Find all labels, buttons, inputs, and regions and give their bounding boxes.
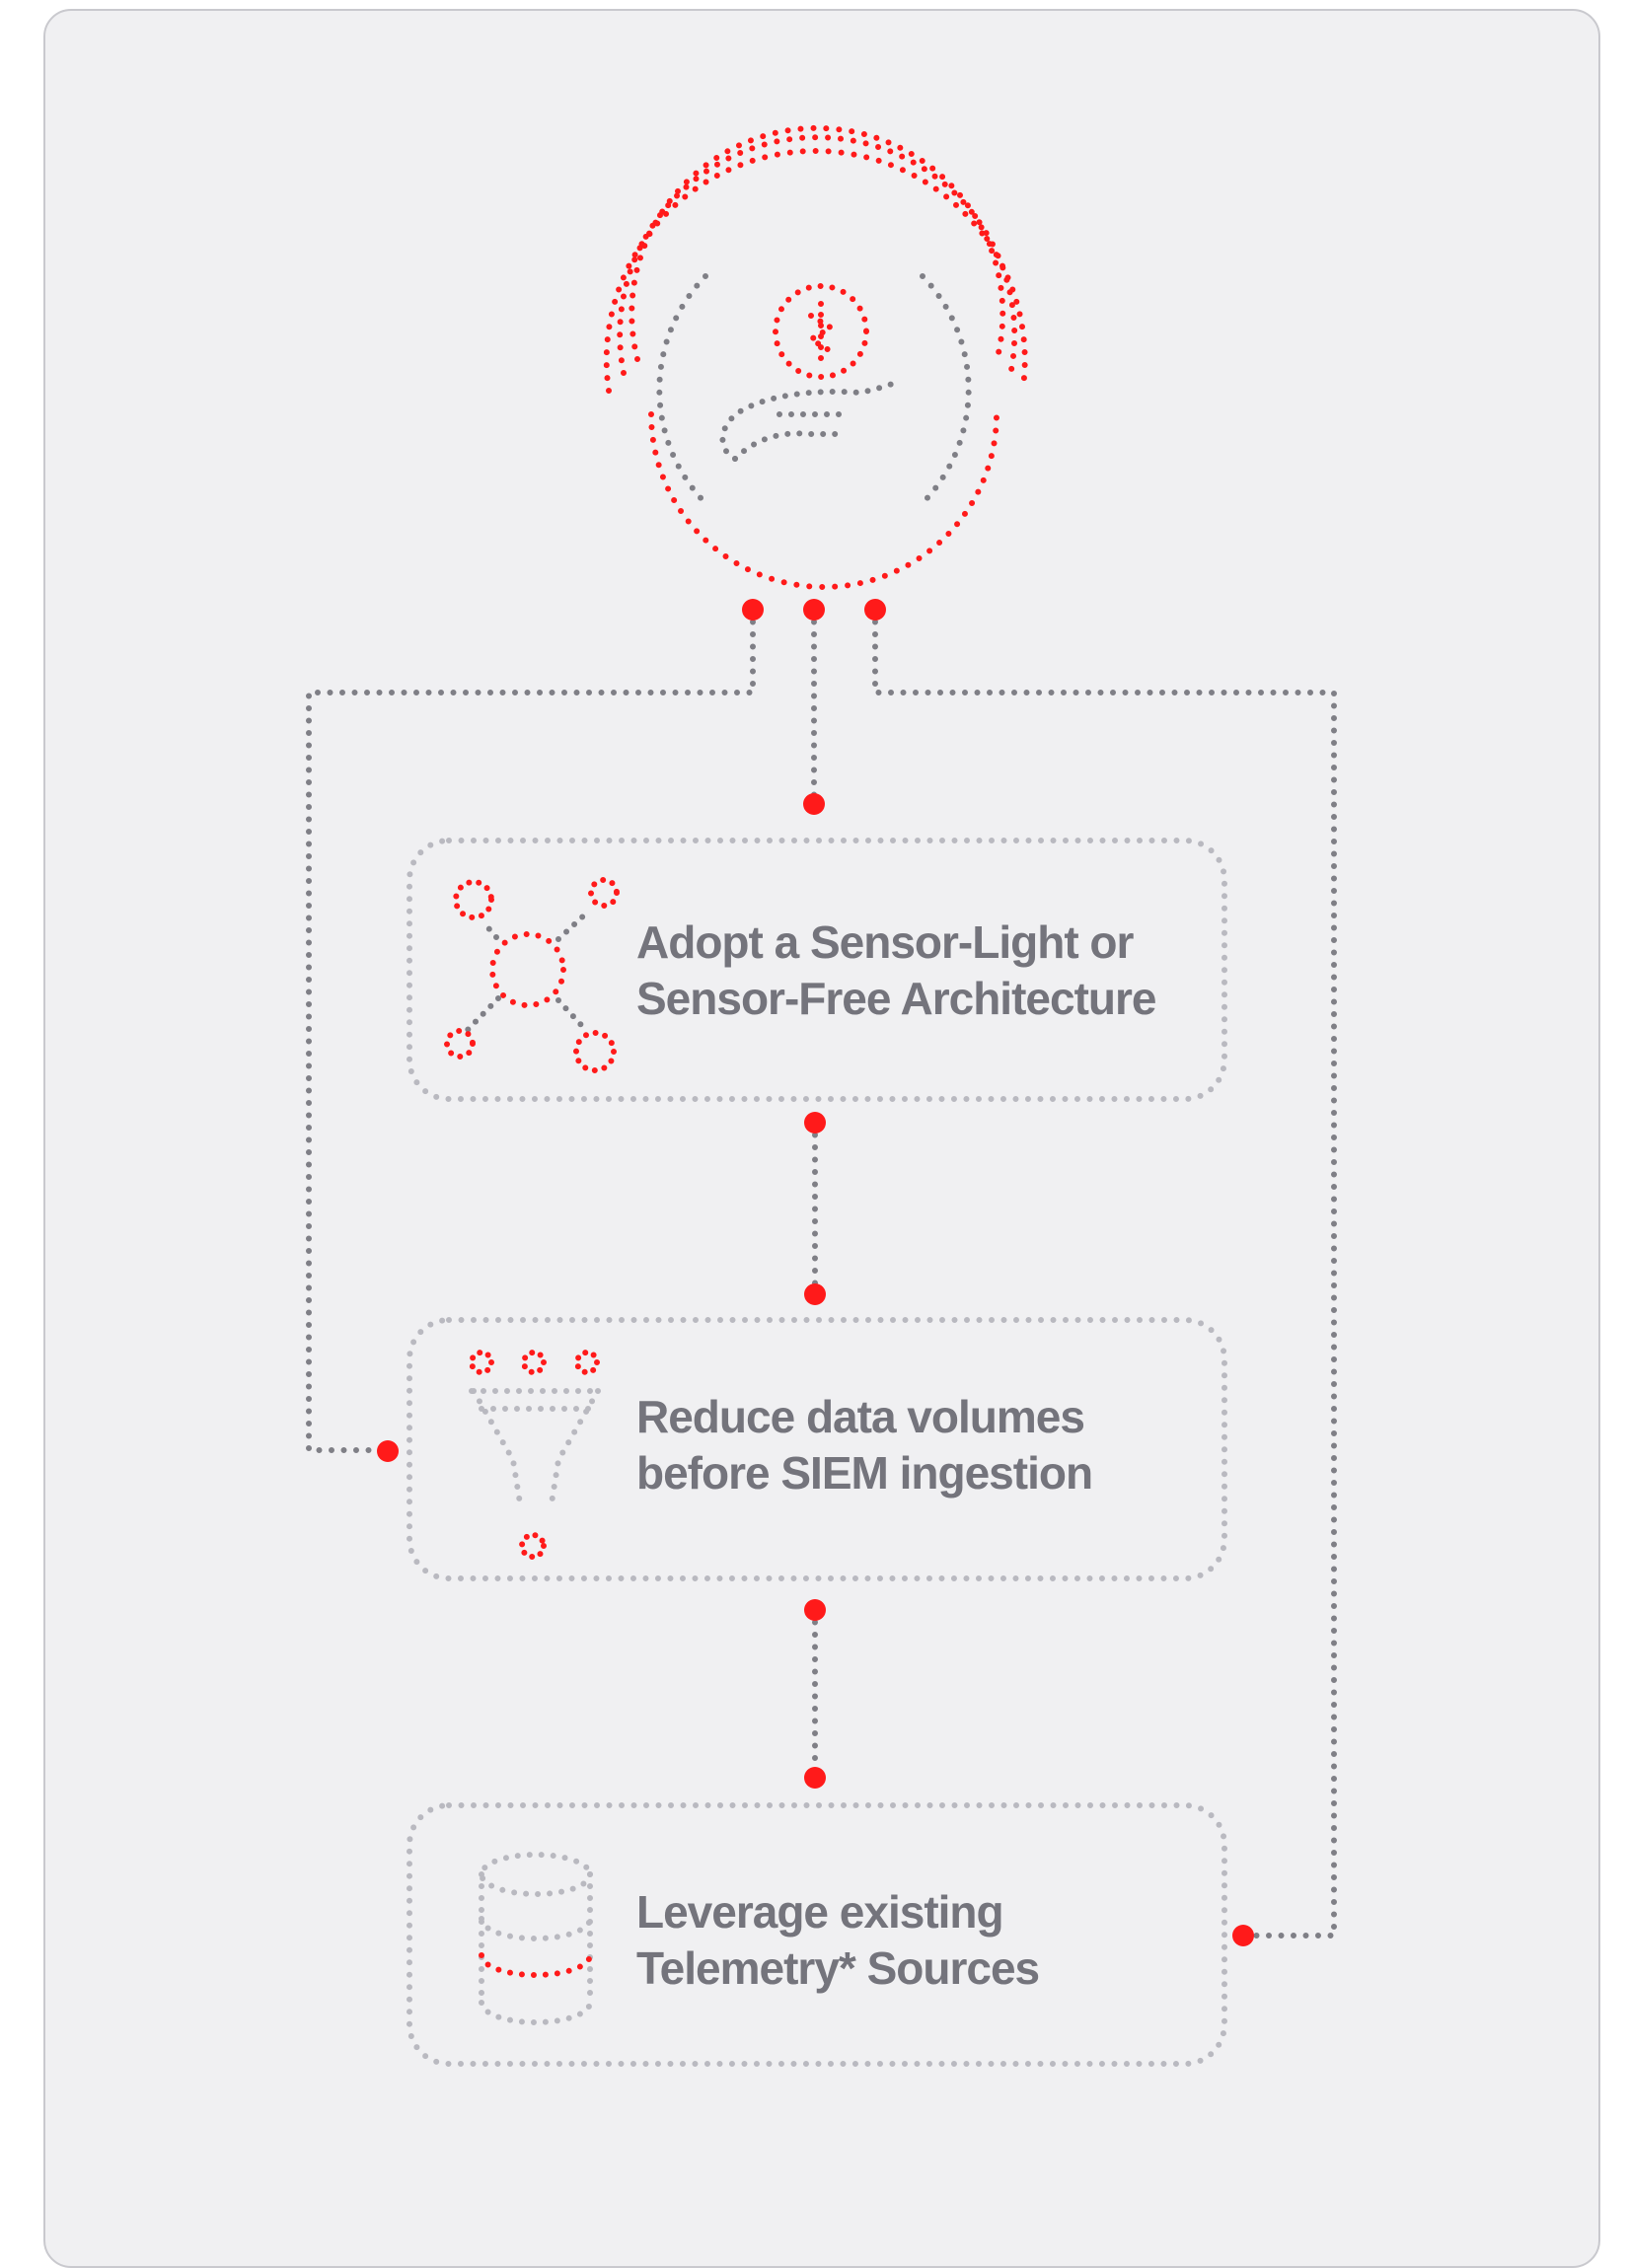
network-nodes-icon <box>444 877 620 1073</box>
junction-dots <box>377 599 1254 1946</box>
step-label-2: Reduce data volumes before SIEM ingestio… <box>636 1391 1093 1499</box>
diagram-card <box>43 9 1600 2268</box>
connector-lines <box>306 607 1337 1939</box>
step-label-1: Adopt a Sensor-Light or Sensor-Free Arch… <box>636 916 1156 1024</box>
database-icon <box>479 1852 593 2025</box>
funnel-filter-icon <box>469 1350 603 1560</box>
hand-holding-coin-icon <box>603 124 1028 590</box>
step-label-3: Leverage existing Telemetry* Sources <box>636 1886 1040 1994</box>
step-box-3 <box>407 1802 1227 2067</box>
step-box-2 <box>407 1317 1227 1581</box>
step-box-1 <box>407 838 1227 1102</box>
